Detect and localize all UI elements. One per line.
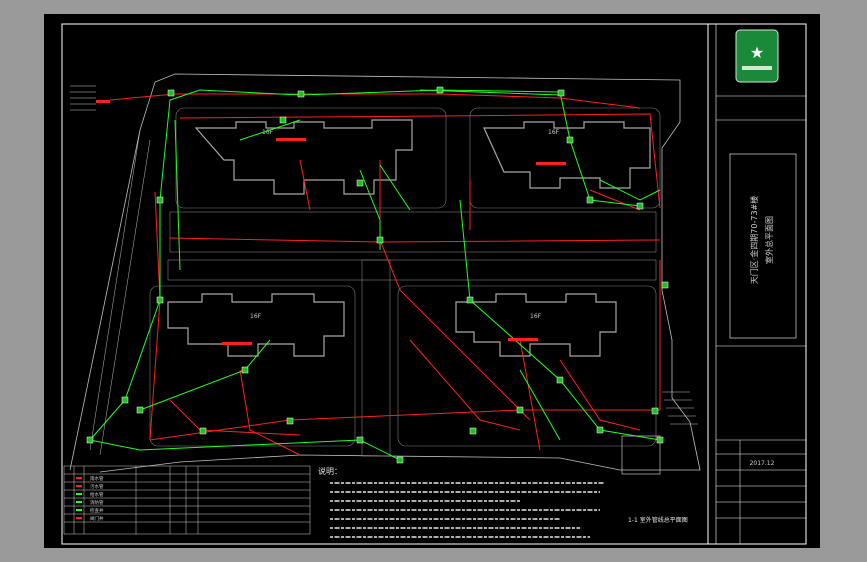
building-label: 16F (262, 129, 274, 136)
building-ne (483, 121, 651, 189)
legend-table (63, 465, 311, 535)
road-north (169, 211, 657, 253)
north-legend (70, 85, 96, 111)
legend-item: 检查井 (90, 507, 104, 514)
building-se (455, 293, 617, 357)
ramp (662, 391, 698, 425)
drawing-sheet (44, 14, 820, 548)
project-title: 天门区·金四期70-73#楼 (749, 196, 759, 285)
title-block-frame (707, 23, 807, 545)
legend-item: 污水管 (90, 483, 104, 490)
pipe-label-tags (96, 100, 566, 345)
building-sw (167, 293, 345, 357)
road-center (361, 259, 391, 457)
building-label: 16F (548, 129, 560, 136)
company-seal-logo: ★ (735, 29, 779, 83)
drawing-title: 室外总平面图 (764, 216, 774, 264)
pump-room (621, 435, 661, 475)
project-title-box (729, 153, 797, 339)
notes-body (330, 482, 605, 538)
legend-item: 阀门井 (90, 515, 104, 522)
drawing-date: 2017.12 (750, 460, 775, 467)
building-label: 16F (530, 313, 542, 320)
legend-swatches (76, 477, 82, 519)
svg-text:★: ★ (750, 43, 764, 62)
red-pipe-network (109, 93, 661, 456)
green-pipe-network (89, 89, 661, 461)
notes-heading: 说明： (318, 466, 342, 476)
site-boundary (69, 73, 701, 473)
road-parking (167, 259, 657, 281)
legend-item: 消防管 (90, 499, 104, 506)
legend-item: 给水管 (90, 491, 104, 498)
legend-item: 雨水管 (90, 475, 104, 482)
drawing-caption: 1-1 室外管线总平面图 (628, 516, 688, 524)
manhole-nodes (86, 86, 669, 464)
building-label: 16F (250, 313, 262, 320)
